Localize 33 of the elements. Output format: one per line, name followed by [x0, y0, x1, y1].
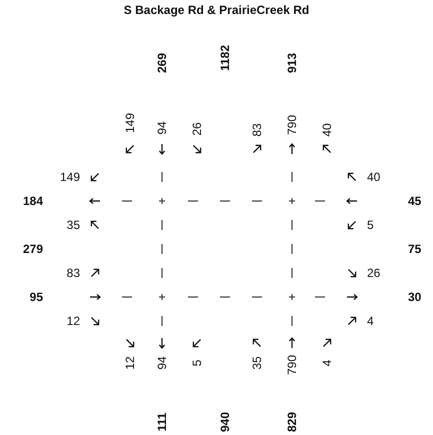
turn-volume: 149 — [123, 112, 137, 134]
turn-volume: 83 — [66, 266, 80, 280]
turn-volume: 790 — [285, 114, 299, 136]
turn-volume: 12 — [66, 314, 80, 328]
turn-volume: 26 — [190, 122, 204, 136]
total-volume: 184 — [22, 194, 43, 208]
turn-volume: 40 — [367, 170, 380, 184]
turn-volume: 5 — [367, 218, 374, 232]
total-volume: 913 — [285, 52, 299, 74]
total-volume: 45 — [408, 194, 422, 208]
total-volume: 75 — [408, 242, 422, 256]
total-volume: 269 — [155, 52, 169, 74]
turn-volume: 40 — [320, 123, 334, 137]
turn-volume: 149 — [60, 170, 80, 184]
turn-volume: 35 — [66, 218, 80, 232]
turn-volume: 4 — [320, 360, 334, 366]
turn-volume: 94 — [155, 356, 169, 370]
total-volume: 30 — [408, 290, 422, 304]
turn-volume: 12 — [123, 356, 137, 370]
turn-volume: 5 — [190, 360, 204, 366]
turn-volume: 83 — [250, 123, 264, 137]
turn-volume: 26 — [367, 266, 380, 280]
total-volume: 829 — [285, 412, 299, 432]
turn-volume: 35 — [250, 356, 264, 370]
turn-volume: 4 — [367, 314, 374, 328]
title: S Backage Rd & PrairieCreek Rd — [122, 3, 310, 17]
total-volume: 1182 — [218, 44, 232, 72]
total-volume: 95 — [30, 290, 43, 304]
total-volume: 111 — [155, 412, 169, 432]
total-volume: 279 — [22, 242, 43, 256]
turn-volume: 790 — [285, 354, 299, 376]
total-volume: 940 — [218, 412, 232, 432]
turn-volume: 94 — [155, 121, 169, 135]
